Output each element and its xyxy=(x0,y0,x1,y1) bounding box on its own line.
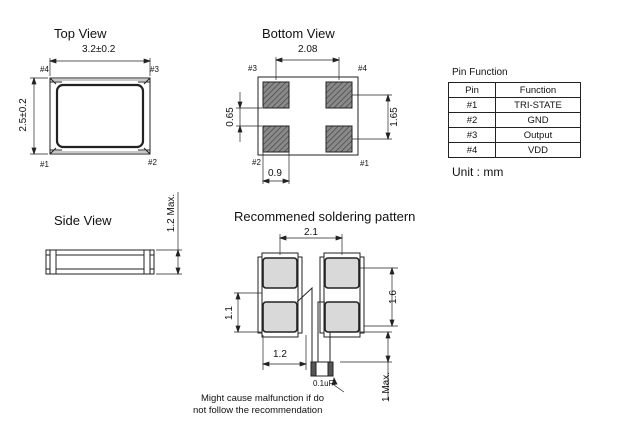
table-row: #3 Output xyxy=(448,127,581,143)
unit-label: Unit : mm xyxy=(452,165,504,179)
bottom-view-pad-width: 0.9 xyxy=(268,168,282,179)
bottom-view-dimensions xyxy=(236,57,392,184)
table-row: #4 VDD xyxy=(448,142,581,158)
top-view-package xyxy=(49,77,151,155)
function-cell: VDD xyxy=(495,142,581,158)
warning-note-line-2: not follow the recommendation xyxy=(193,405,323,416)
pin-cell: #3 xyxy=(448,127,496,143)
pin-cell: #1 xyxy=(448,97,496,113)
table-row: #2 GND xyxy=(448,112,581,128)
bottom-view-pitch-y: 1.65 xyxy=(389,107,400,127)
bottom-view-pin-3: #3 xyxy=(248,64,257,73)
capacitor-label: 0.1uF xyxy=(313,379,334,388)
top-view-pin-4: #4 xyxy=(40,65,49,74)
capacitor xyxy=(310,361,334,377)
bottom-view-pin-4: #4 xyxy=(358,64,367,73)
function-cell: TRI-STATE xyxy=(495,97,581,113)
side-view-dimensions xyxy=(156,192,182,276)
top-view-dimensions xyxy=(30,58,152,156)
header-function: Function xyxy=(495,82,581,98)
capacitor-height-dim: 1 Max. xyxy=(381,372,392,403)
top-view-height-dim: 2.5±0.2 xyxy=(18,98,29,132)
side-view-package xyxy=(45,249,155,275)
bottom-view-pitch-x: 2.08 xyxy=(298,44,318,55)
top-view-pin-3: #3 xyxy=(150,65,159,74)
bottom-view-pad-height: 0.65 xyxy=(225,107,236,127)
soldering-gap: 1.1 xyxy=(224,306,235,320)
warning-note-line-1: Might cause malfunction if do xyxy=(201,393,325,404)
function-cell: GND xyxy=(495,112,581,128)
top-view-title: Top View xyxy=(54,26,107,41)
soldering-pad-height: 1.6 xyxy=(388,290,399,304)
header-pin: Pin xyxy=(448,82,496,98)
bottom-view-pin-2: #2 xyxy=(252,158,261,167)
side-view-title: Side View xyxy=(54,213,112,228)
pin-function-table: Pin Function #1 TRI-STATE #2 GND #3 Outp… xyxy=(448,82,581,158)
top-view-width-dim: 3.2±0.2 xyxy=(82,44,116,55)
top-view-pin-2: #2 xyxy=(148,158,157,167)
pin-function-caption: Pin Function xyxy=(452,67,508,78)
table-row: #1 TRI-STATE xyxy=(448,97,581,113)
soldering-pitch-x: 2.1 xyxy=(304,227,318,238)
function-cell: Output xyxy=(495,127,581,143)
pin-cell: #4 xyxy=(448,142,496,158)
soldering-pattern-lands xyxy=(257,252,365,362)
table-header-row: Pin Function xyxy=(448,82,581,98)
top-view-pin-1: #1 xyxy=(40,160,49,169)
bottom-view-title: Bottom View xyxy=(262,26,335,41)
soldering-pad-width: 1.2 xyxy=(273,349,287,360)
pin-cell: #2 xyxy=(448,112,496,128)
bottom-view-pin-1: #1 xyxy=(360,159,369,168)
bottom-view-package xyxy=(257,76,359,156)
soldering-dimensions xyxy=(234,234,398,400)
side-view-height-dim: 1.2 Max. xyxy=(166,193,177,233)
soldering-title: Recommened soldering pattern xyxy=(234,209,416,224)
